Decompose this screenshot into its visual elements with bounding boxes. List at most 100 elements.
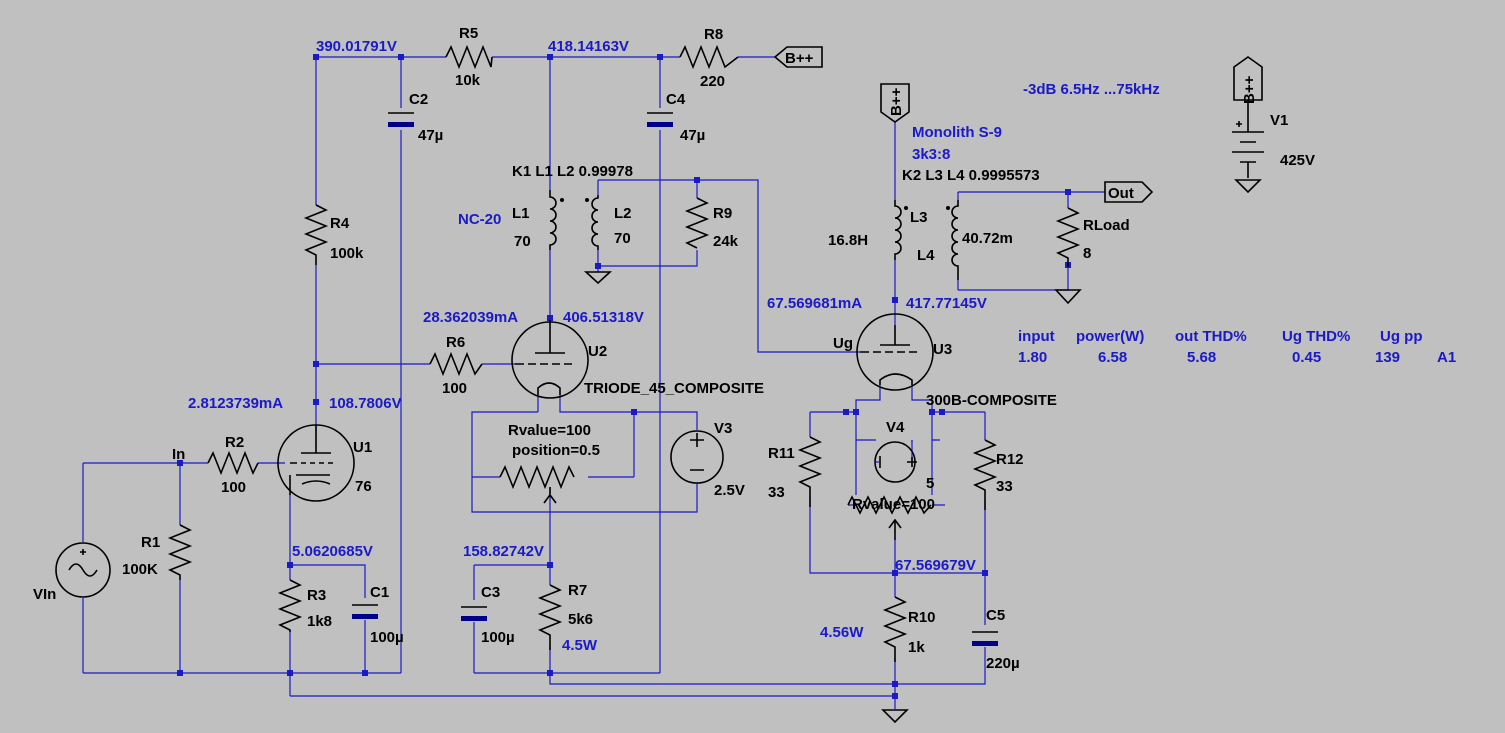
svg-text:V4: V4 xyxy=(886,419,905,436)
svg-text:5: 5 xyxy=(926,475,934,492)
ground-symbol-2 xyxy=(1054,289,1082,305)
svg-text:R1: R1 xyxy=(141,534,160,551)
capacitor-c1[interactable] xyxy=(352,604,378,619)
resistor-r7[interactable] xyxy=(537,584,563,650)
voltage-source-v4[interactable] xyxy=(874,440,917,483)
battery-v1[interactable] xyxy=(1232,110,1264,178)
svg-text:1k: 1k xyxy=(908,639,925,656)
potentiometer-u3[interactable] xyxy=(847,495,932,540)
svg-text:4.5W: 4.5W xyxy=(562,637,598,654)
svg-text:100: 100 xyxy=(221,479,246,496)
svg-text:418.14163V: 418.14163V xyxy=(548,38,629,55)
svg-text:5.68: 5.68 xyxy=(1187,349,1216,366)
capacitor-c2[interactable] xyxy=(388,112,414,127)
resistor-r3[interactable] xyxy=(277,579,303,632)
svg-text:R6: R6 xyxy=(446,334,465,351)
svg-text:-3dB 6.5Hz ...75kHz: -3dB 6.5Hz ...75kHz xyxy=(1023,81,1160,98)
svg-text:1.80: 1.80 xyxy=(1018,349,1047,366)
resistor-rload[interactable] xyxy=(1055,207,1081,267)
net-flag-bpp-v1: B++ xyxy=(1233,56,1263,110)
inductor-l1[interactable] xyxy=(549,190,564,250)
svg-text:5k6: 5k6 xyxy=(568,611,593,628)
resistor-r9[interactable] xyxy=(684,197,710,249)
ground-symbol-4 xyxy=(1234,179,1262,194)
resistor-r10[interactable] xyxy=(882,596,908,662)
resistor-r1[interactable] xyxy=(167,524,193,580)
svg-text:RLoad: RLoad xyxy=(1083,217,1130,234)
inductor-l4[interactable] xyxy=(946,200,959,280)
svg-text:33: 33 xyxy=(996,478,1013,495)
resistor-r4[interactable] xyxy=(303,204,329,265)
results-table: input power(W) out THD% Ug THD% Ug pp 1.… xyxy=(1018,328,1456,366)
spice-directives: K1 L1 L2 0.99978 K2 L3 L4 0.9995573 NC-2… xyxy=(172,81,1160,463)
inductor-l2[interactable] xyxy=(585,195,599,250)
svg-text:100µ: 100µ xyxy=(481,629,515,646)
svg-text:220µ: 220µ xyxy=(986,655,1020,672)
svg-text:67.569679V: 67.569679V xyxy=(895,557,976,574)
svg-text:position=0.5: position=0.5 xyxy=(512,442,600,459)
svg-text:139: 139 xyxy=(1375,349,1400,366)
tube-u3[interactable] xyxy=(856,313,934,391)
svg-text:158.82742V: 158.82742V xyxy=(463,543,544,560)
svg-text:L3: L3 xyxy=(910,209,928,226)
svg-text:R9: R9 xyxy=(713,205,732,222)
tube-u2[interactable] xyxy=(511,320,589,399)
capacitor-c4[interactable] xyxy=(647,112,673,127)
svg-text:2.8123739mA: 2.8123739mA xyxy=(188,395,283,412)
resistor-r12[interactable] xyxy=(972,439,998,510)
ground-symbol-3 xyxy=(881,709,909,724)
svg-text:100µ: 100µ xyxy=(370,629,404,646)
capacitor-c5[interactable] xyxy=(972,631,998,646)
svg-text:R7: R7 xyxy=(568,582,587,599)
op-readouts: 390.01791V 418.14163V 28.362039mA 406.51… xyxy=(188,38,987,574)
svg-text:B++: B++ xyxy=(785,50,814,67)
resistor-r6[interactable] xyxy=(429,351,483,377)
resistor-r11[interactable] xyxy=(797,436,823,507)
svg-text:1k8: 1k8 xyxy=(307,613,332,630)
svg-text:R2: R2 xyxy=(225,434,244,451)
svg-text:108.7806V: 108.7806V xyxy=(329,395,402,412)
resistor-r8[interactable] xyxy=(679,44,739,70)
svg-text:input: input xyxy=(1018,328,1055,345)
inductor-l3[interactable] xyxy=(894,200,908,260)
svg-text:300B-COMPOSITE: 300B-COMPOSITE xyxy=(926,392,1057,409)
svg-text:B++: B++ xyxy=(1241,75,1258,104)
svg-text:417.77145V: 417.77145V xyxy=(906,295,987,312)
ground-symbol-1 xyxy=(583,271,613,285)
svg-text:K1 L1 L2 0.99978: K1 L1 L2 0.99978 xyxy=(512,163,633,180)
resistor-r5[interactable] xyxy=(445,44,493,70)
svg-text:L1: L1 xyxy=(512,205,530,222)
resistor-r2[interactable] xyxy=(207,450,259,476)
svg-text:Ug pp: Ug pp xyxy=(1380,328,1423,345)
svg-text:TRIODE_45_COMPOSITE: TRIODE_45_COMPOSITE xyxy=(584,380,764,397)
voltage-source-vin[interactable] xyxy=(55,542,111,598)
svg-text:C5: C5 xyxy=(986,607,1005,624)
svg-text:NC-20: NC-20 xyxy=(458,211,501,228)
svg-text:Rvalue=100: Rvalue=100 xyxy=(852,496,935,513)
svg-text:R12: R12 xyxy=(996,451,1024,468)
svg-text:R5: R5 xyxy=(459,25,478,42)
svg-text:L4: L4 xyxy=(917,247,935,264)
svg-text:In: In xyxy=(172,446,185,463)
svg-text:8: 8 xyxy=(1083,245,1091,262)
svg-text:5.0620685V: 5.0620685V xyxy=(292,543,373,560)
svg-text:R8: R8 xyxy=(704,26,723,43)
component-labels: R1 100K R2 100 R3 1k8 R4 100k R5 10k R6 … xyxy=(33,25,1315,672)
svg-text:0.45: 0.45 xyxy=(1292,349,1321,366)
svg-text:U1: U1 xyxy=(353,439,372,456)
svg-text:C1: C1 xyxy=(370,584,389,601)
svg-text:33: 33 xyxy=(768,484,785,501)
svg-text:Rvalue=100: Rvalue=100 xyxy=(508,422,591,439)
voltage-source-v3[interactable] xyxy=(670,430,724,484)
tube-u1[interactable] xyxy=(277,424,355,502)
svg-text:Ug: Ug xyxy=(833,335,853,352)
svg-text:40.72m: 40.72m xyxy=(962,230,1013,247)
svg-text:U2: U2 xyxy=(588,343,607,360)
capacitor-c3[interactable] xyxy=(461,606,487,621)
svg-text:R11: R11 xyxy=(768,445,795,462)
potentiometer-u2[interactable] xyxy=(499,464,575,504)
svg-text:406.51318V: 406.51318V xyxy=(563,309,644,326)
svg-text:4.56W: 4.56W xyxy=(820,624,864,641)
svg-text:70: 70 xyxy=(514,233,531,250)
